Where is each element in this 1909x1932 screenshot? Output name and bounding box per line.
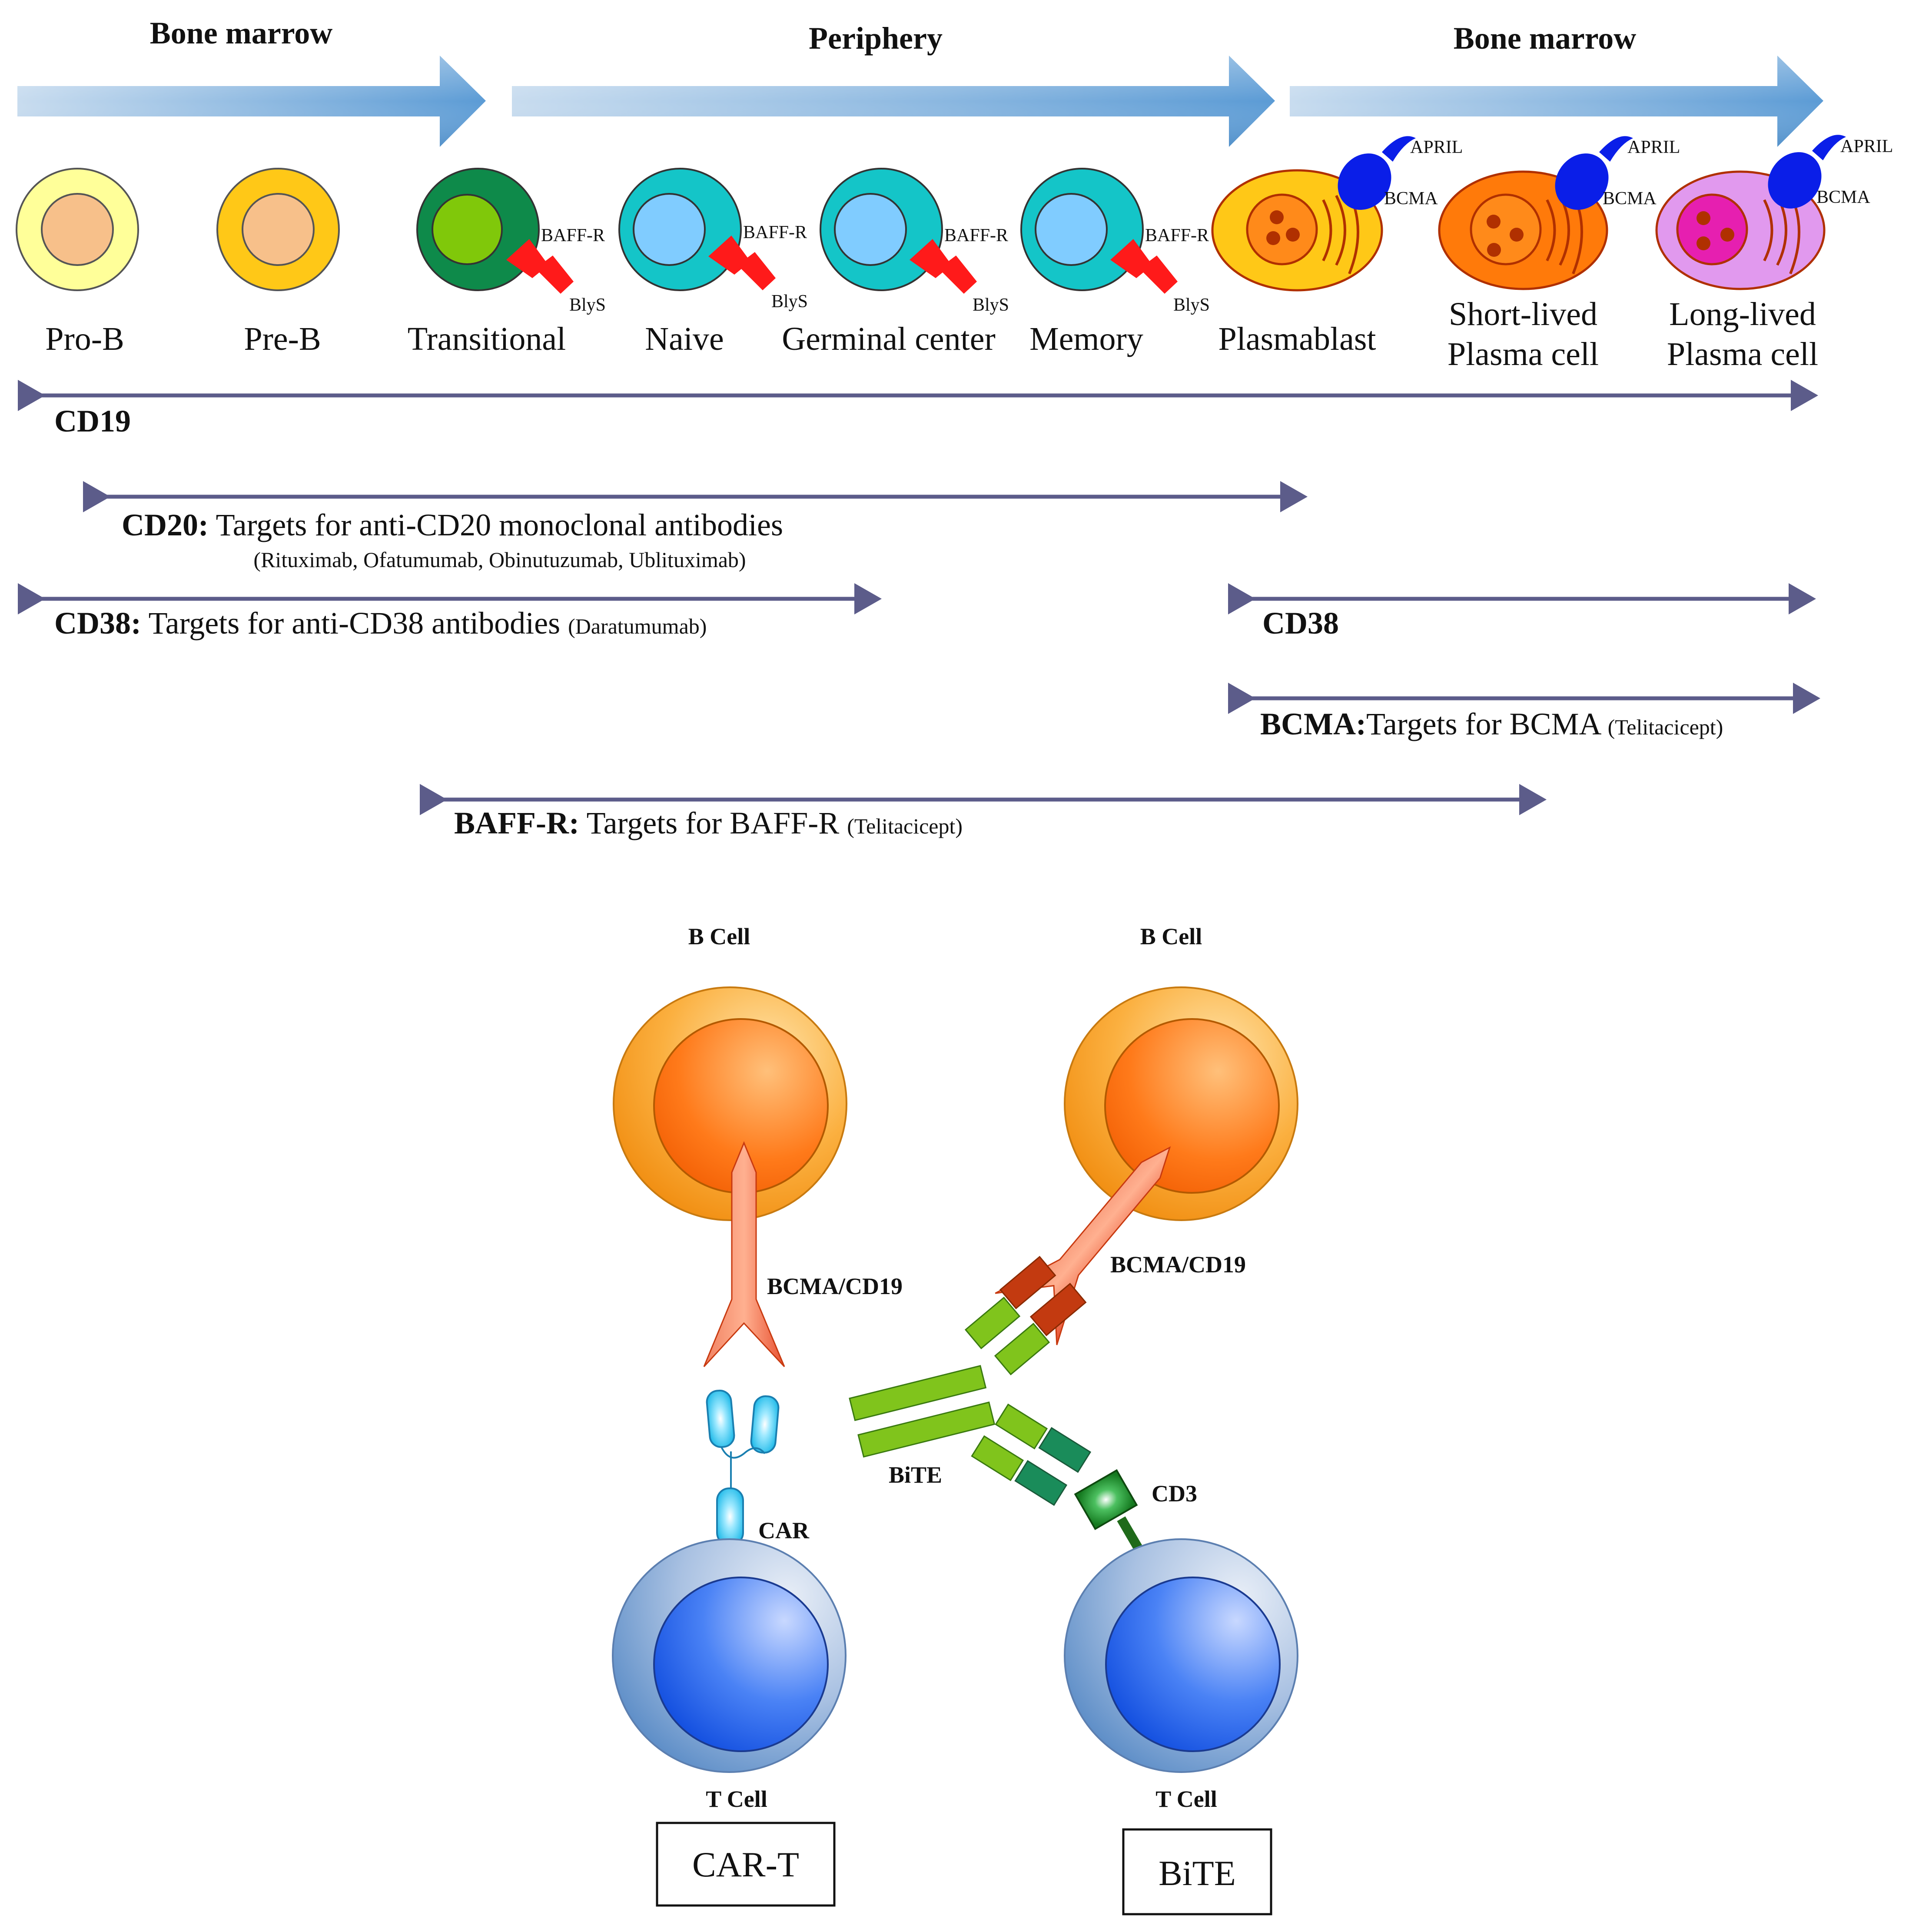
bite-box-label: BiTE (1159, 1853, 1236, 1893)
bcma-april-plasmablast: APRIL BCMA (1338, 136, 1463, 210)
cell-naive (618, 168, 742, 291)
flow-arrows (17, 56, 1823, 147)
marker-bcma-name: BCMA: (1260, 707, 1366, 741)
flow-arrow-periphery (512, 56, 1275, 147)
bcma-cd19-antigen-right (995, 1146, 1171, 1345)
marker-cd20-name: CD20: (122, 508, 209, 542)
cd3-label: CD3 (1152, 1481, 1197, 1507)
cell-pro-b (16, 168, 139, 291)
antigen-label-left: BCMA/CD19 (767, 1273, 903, 1299)
stage-label-transitional: Transitional (408, 321, 566, 357)
stage-label-naive: Naive (645, 321, 724, 357)
flow-arrow-bone-marrow-left (17, 56, 486, 147)
cell-germinal-center (820, 168, 943, 291)
stage-label-short-lived-1: Short-lived (1449, 296, 1597, 332)
stage-label-memory: Memory (1029, 321, 1143, 357)
baff-r-label: BAFF-R (541, 226, 605, 246)
bite-molecule (849, 1256, 1092, 1506)
t-cell-right (1064, 1538, 1298, 1773)
marker-cd20-desc: Targets for anti-CD20 monoclonal antibod… (209, 508, 783, 542)
stage-label-long-lived-1: Long-lived (1669, 296, 1816, 332)
cell-pre-b (216, 168, 340, 291)
marker-bcma-desc: Targets for BCMA (1366, 707, 1608, 741)
b-cell-right (1064, 986, 1298, 1221)
cell-transitional (416, 168, 540, 291)
marker-label-baff-r: BAFF-R: Targets for BAFF-R (Telitacicept… (454, 806, 963, 840)
compartment-label-bone-marrow-right: Bone marrow (1454, 21, 1637, 56)
marker-label-cd38-left: CD38: Targets for anti-CD38 antibodies (… (54, 606, 707, 641)
marker-label-bcma: BCMA:Targets for BCMA (Telitacicept) (1260, 707, 1723, 741)
b-cell-left (613, 986, 847, 1221)
stage-label-long-lived-2: Plasma cell (1667, 336, 1818, 372)
flow-arrow-bone-marrow-right (1290, 56, 1823, 147)
april-label: APRIL (1627, 137, 1680, 157)
baff-r-blys-transitional: BAFF-R BlyS (506, 226, 606, 315)
marker-cd38-right-name: CD38 (1262, 606, 1339, 641)
baff-r-label: BAFF-R (743, 222, 807, 242)
cell-memory (1020, 168, 1144, 291)
baff-r-label: BAFF-R (944, 226, 1008, 246)
blys-label: BlyS (569, 295, 606, 315)
stage-label-pre-b: Pre-B (244, 321, 321, 357)
marker-label-cd20: CD20: Targets for anti-CD20 monoclonal a… (122, 508, 783, 542)
marker-cd38-left-desc: Targets for anti-CD38 antibodies (141, 606, 568, 641)
blys-label: BlyS (1173, 295, 1210, 315)
stage-label-germinal-center: Germinal center (782, 321, 996, 357)
bite-box: BiTE (1122, 1828, 1272, 1915)
b-cell-label-left: B Cell (688, 923, 750, 949)
april-label: APRIL (1410, 137, 1463, 157)
baff-r-blys-memory: BAFF-R BlyS (1110, 226, 1210, 315)
baff-r-label: BAFF-R (1145, 226, 1209, 246)
bcma-receptor-label: BCMA (1384, 189, 1438, 209)
blys-label: BlyS (771, 292, 808, 312)
marker-cd19-name: CD19 (54, 404, 131, 438)
bcma-april-short-lived: APRIL BCMA (1555, 136, 1680, 210)
marker-cd38-left-drugs: (Daratumumab) (568, 614, 707, 638)
car-label: CAR (758, 1517, 810, 1544)
baff-r-blys-germinal-center: BAFF-R BlyS (910, 226, 1009, 315)
marker-baff-r-name: BAFF-R: (454, 806, 579, 840)
car-t-box: CAR-T (656, 1822, 836, 1907)
bcma-cd19-antigen-left (703, 1141, 785, 1368)
bite-molecule-label: BiTE (889, 1462, 942, 1488)
april-label: APRIL (1840, 136, 1893, 156)
marker-cd20-drugs: (Rituximab, Ofatumumab, Obinutuzumab, Ub… (253, 548, 746, 572)
t-cell-left (612, 1538, 847, 1773)
compartment-label-bone-marrow-left: Bone marrow (150, 16, 333, 50)
bcma-receptor-label: BCMA (1816, 187, 1870, 207)
antigen-label-right: BCMA/CD19 (1110, 1251, 1246, 1278)
marker-label-cd38-right: CD38 (1262, 606, 1339, 641)
t-cell-label-right: T Cell (1155, 1786, 1217, 1812)
bcma-receptor-label: BCMA (1603, 189, 1657, 209)
marker-bcma-drugs: (Telitacicept) (1608, 715, 1723, 739)
marker-label-cd19: CD19 (54, 404, 131, 438)
stage-label-short-lived-2: Plasma cell (1448, 336, 1599, 372)
marker-baff-r-drugs: (Telitacicept) (847, 814, 963, 838)
stage-label-plasmablast: Plasmablast (1218, 321, 1376, 357)
marker-baff-r-desc: Targets for BAFF-R (579, 806, 847, 840)
b-cell-label-right: B Cell (1140, 923, 1202, 949)
baff-r-blys-naive: BAFF-R BlyS (708, 222, 808, 312)
marker-cd38-left-name: CD38: (54, 606, 141, 641)
t-cell-label-left: T Cell (706, 1786, 767, 1812)
blys-label: BlyS (973, 295, 1009, 315)
car-t-box-label: CAR-T (692, 1845, 799, 1884)
stage-label-pro-b: Pro-B (45, 321, 124, 357)
cell-plasmablast (1211, 169, 1383, 292)
bcma-april-long-lived: APRIL BCMA (1768, 135, 1893, 209)
compartment-label-periphery: Periphery (809, 21, 943, 56)
